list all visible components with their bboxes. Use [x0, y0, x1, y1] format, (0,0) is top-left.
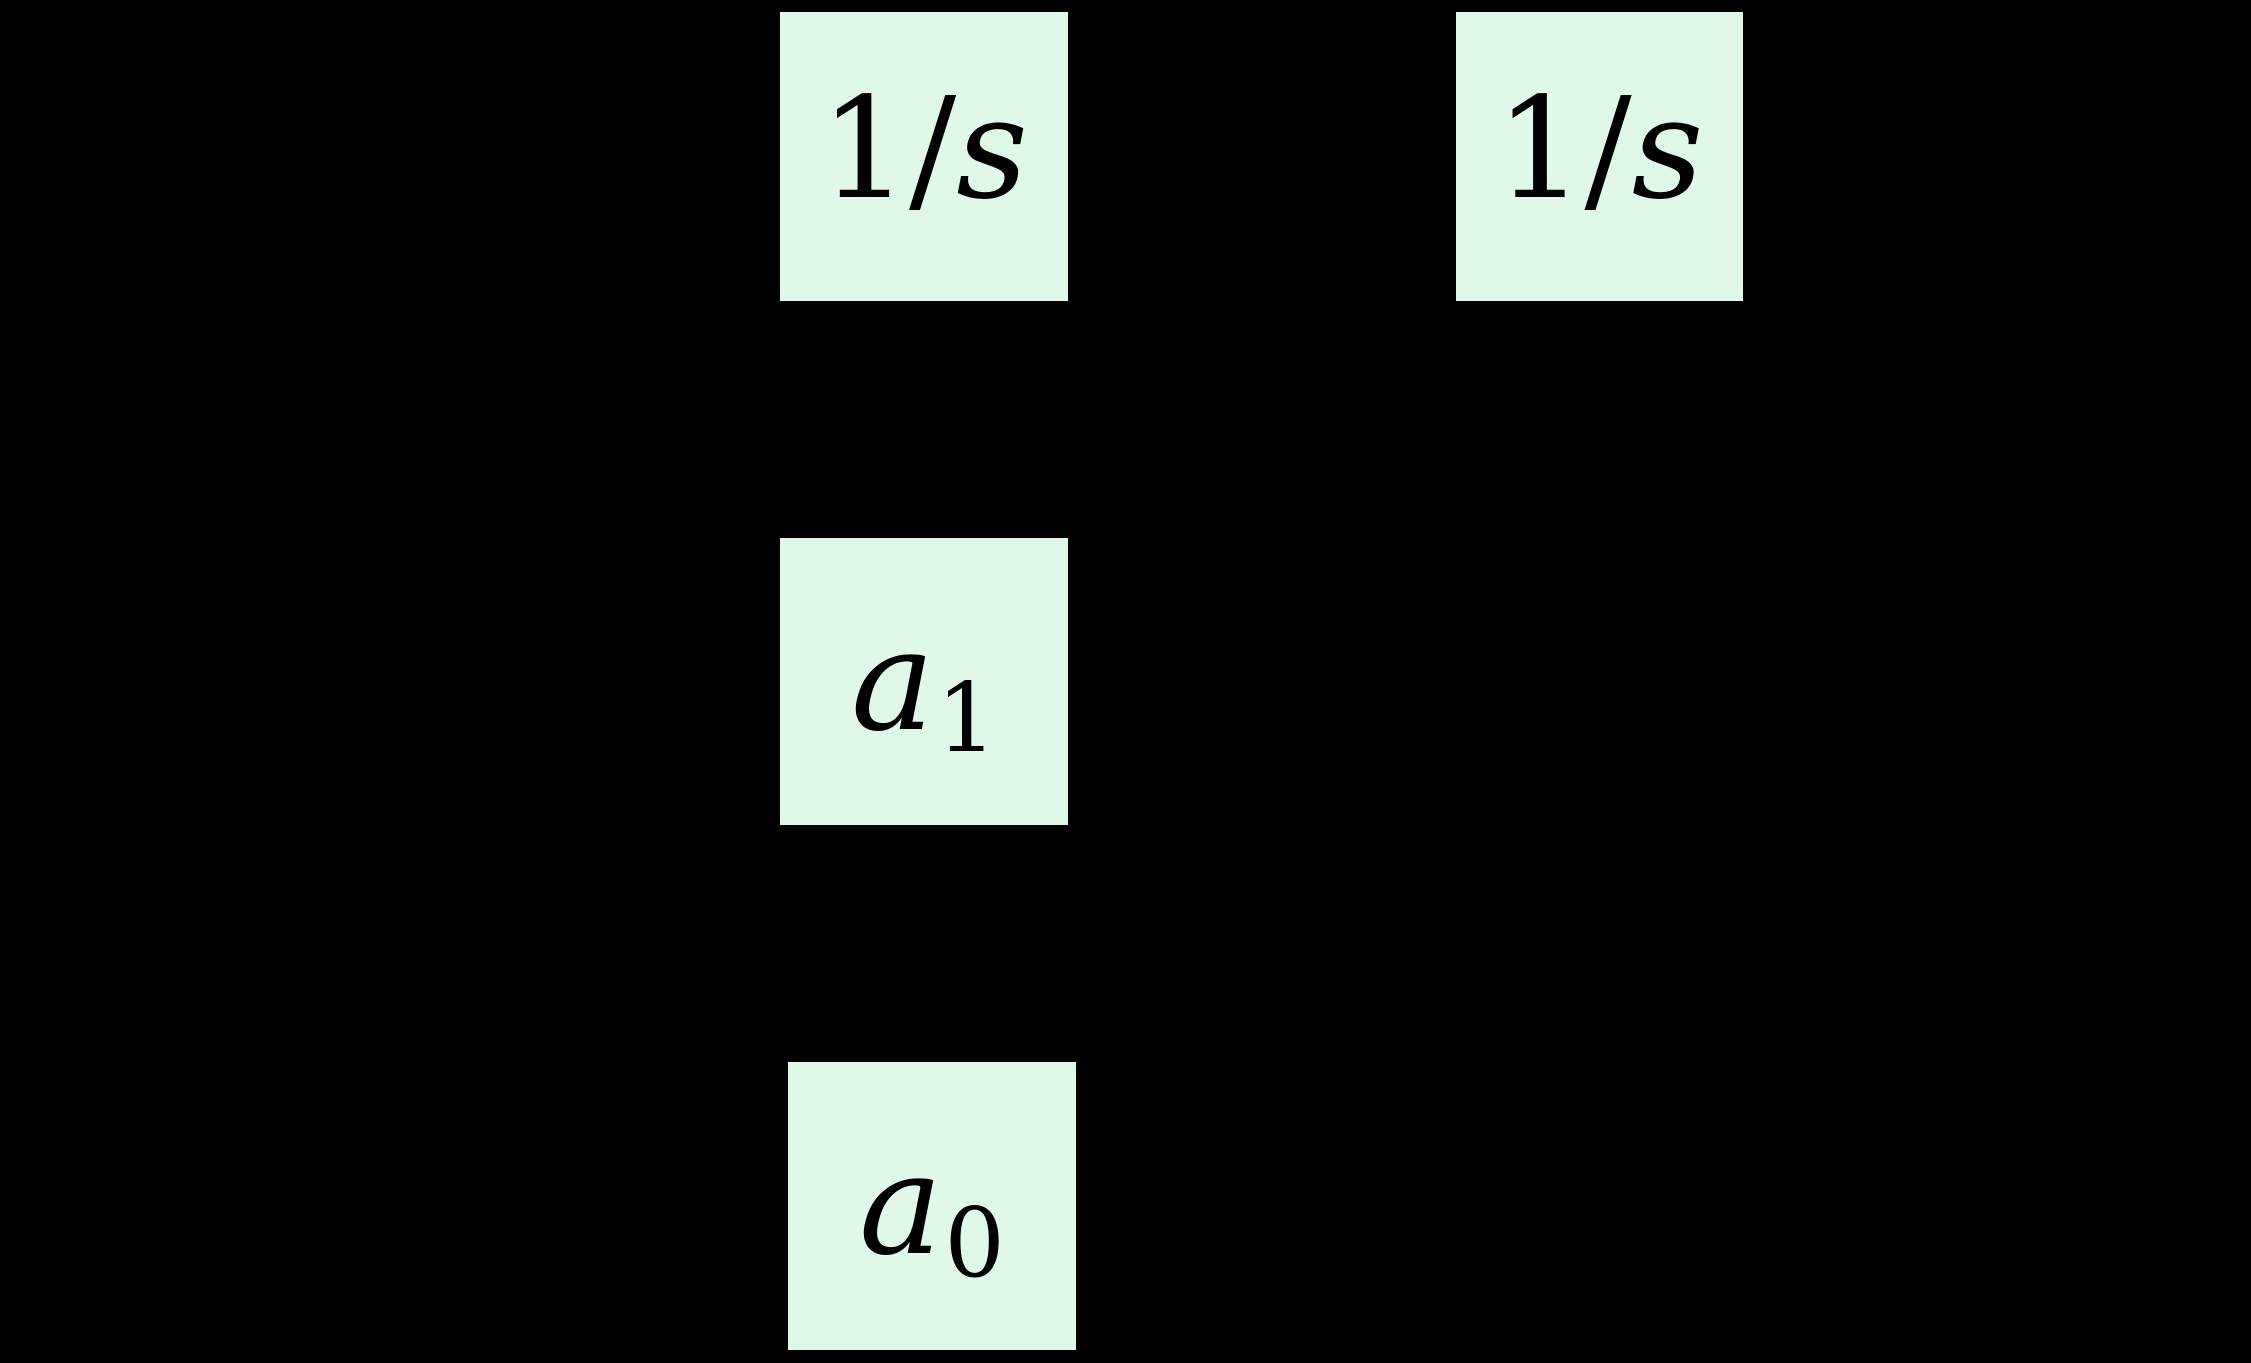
integrator-1-numerator: 1/ — [819, 67, 957, 231]
gain-block-a1: a1 — [780, 538, 1068, 825]
integrator-1-variable: s — [956, 67, 1029, 231]
integrator-1-label: 1/s — [820, 79, 1028, 220]
gain-a1-label: a1 — [851, 611, 997, 767]
gain-a0-label: a0 — [859, 1136, 1005, 1292]
integrator-2-numerator: 1/ — [1495, 67, 1632, 231]
integrator-block-2: 1/s — [1456, 12, 1743, 301]
gain-a1-base: a — [851, 599, 935, 763]
integrator-block-1: 1/s — [780, 12, 1068, 301]
gain-block-a0: a0 — [788, 1062, 1076, 1350]
integrator-2-label: 1/s — [1495, 79, 1703, 220]
gain-a0-base: a — [859, 1124, 943, 1287]
gain-a1-subscript: 1 — [936, 664, 997, 775]
integrator-2-variable: s — [1631, 67, 1704, 231]
gain-a0-subscript: 0 — [944, 1188, 1005, 1299]
